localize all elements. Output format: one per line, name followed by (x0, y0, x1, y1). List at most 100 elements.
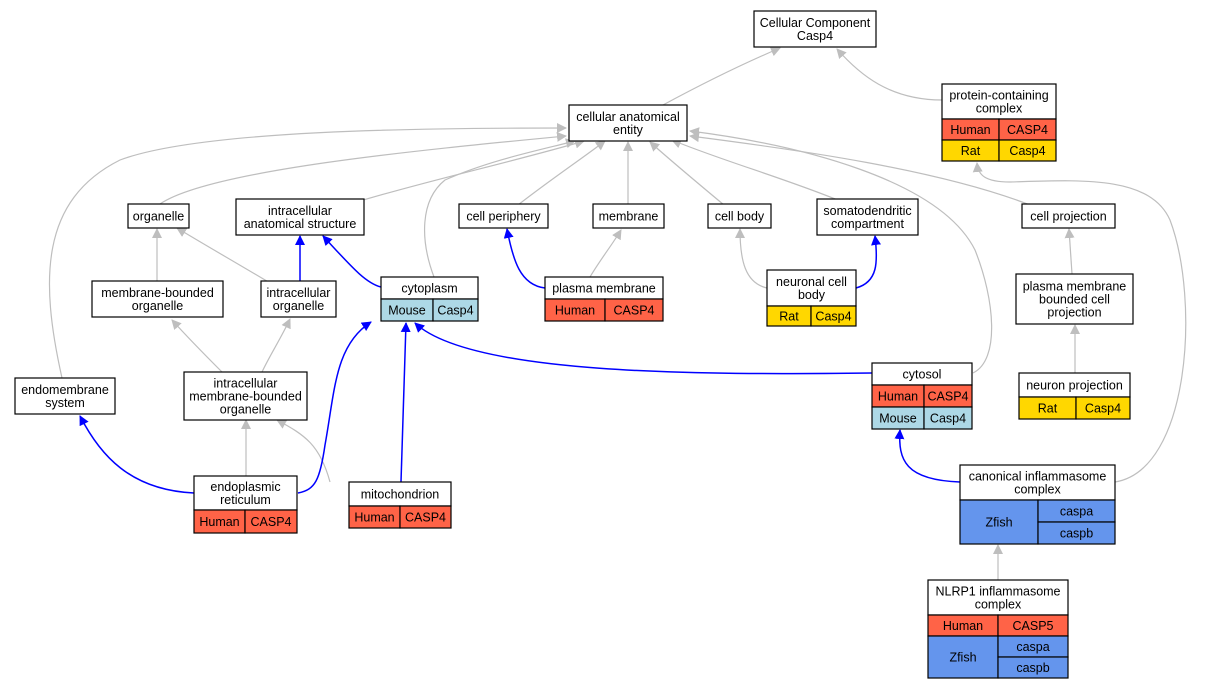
gene-label: Casp4 (1009, 144, 1045, 158)
species-label: Human (943, 619, 983, 633)
node-label: projection (1047, 306, 1101, 320)
species-label: Human (354, 511, 394, 525)
species-cell (927, 635, 999, 679)
node-cic[interactable]: canonical inflammasomecomplexZfishcaspac… (959, 464, 1116, 545)
gene-cell (1075, 396, 1131, 420)
edge-ias-to-cae (359, 138, 585, 202)
species-label: Human (555, 304, 595, 318)
edge-er-partof-ems (79, 415, 195, 494)
node-label: anatomical structure (244, 217, 357, 231)
node-label: reticulum (220, 493, 271, 507)
edge-pmbcp-to-cellproj (1064, 228, 1075, 275)
node-label: membrane (599, 210, 659, 224)
node-label: organelle (220, 403, 271, 417)
gene-cell (923, 406, 973, 430)
node-label: endoplasmic (210, 480, 280, 494)
species-label: Human (199, 515, 239, 529)
node-box (235, 198, 365, 236)
gene-label: Casp4 (815, 310, 851, 324)
node-box (1015, 273, 1134, 325)
edges-layer (48, 46, 1187, 580)
gene-label: CASP4 (928, 390, 969, 404)
node-label: neuronal cell (776, 275, 847, 289)
edge-ncb-partof-somato (855, 235, 881, 289)
edge-pm-partof-cellperiphery (503, 228, 546, 289)
node-label: cell body (715, 210, 765, 224)
gene-label: Casp4 (437, 304, 473, 318)
gene-label: caspa (1016, 640, 1049, 654)
node-box (14, 377, 116, 415)
edge-cellperiphery-to-cae (517, 140, 606, 206)
edge-cytosol-to-cae (689, 127, 993, 374)
node-membrane[interactable]: membrane (592, 203, 665, 229)
node-label: intracellular (214, 377, 278, 391)
edge-pm-to-membrane (589, 229, 622, 278)
node-box (753, 10, 877, 48)
node-label: organelle (273, 299, 324, 313)
node-label: cytosol (903, 368, 942, 382)
node-box (127, 203, 190, 229)
node-label: cytoplasm (401, 282, 457, 296)
node-label: complex (975, 598, 1022, 612)
node-box (959, 464, 1116, 501)
gene-cell (604, 298, 664, 322)
edge-ems-to-cae (48, 123, 567, 379)
gene-cell (1037, 521, 1116, 545)
edge-cic-partof-cytosol (894, 429, 961, 483)
species-label: Rat (1038, 402, 1058, 416)
gene-cell (399, 505, 452, 529)
node-label: cell periphery (466, 210, 541, 224)
node-box (927, 579, 1069, 616)
node-label: complex (976, 102, 1023, 116)
node-label: plasma membrane (1023, 280, 1127, 294)
edge-mito-partof-cytoplasm (400, 322, 411, 483)
edge-cic-to-pcc (972, 162, 1187, 483)
edge-cae-to-root (662, 46, 781, 106)
node-cellperiphery[interactable]: cell periphery (458, 203, 549, 229)
species-label: Human (878, 390, 918, 404)
gene-cell (432, 298, 479, 322)
node-cellproj[interactable]: cell projection (1021, 203, 1116, 229)
edge-mito-to-imbo (276, 419, 331, 483)
node-label: organelle (132, 299, 183, 313)
node-box (707, 203, 772, 229)
node-label: intracellular (267, 286, 331, 300)
node-label: neuron projection (1026, 379, 1123, 393)
gene-label: caspb (1016, 661, 1049, 675)
gene-label: Casp4 (930, 412, 966, 426)
edge-somato-to-cae (671, 138, 841, 202)
gene-cell (998, 139, 1057, 162)
node-label: canonical inflammasome (969, 470, 1107, 484)
node-label: Casp4 (797, 29, 833, 43)
edge-cytoplasm-to-cae (424, 138, 576, 278)
node-organelle[interactable]: organelle (127, 203, 190, 229)
gene-cell (810, 305, 857, 327)
node-label: plasma membrane (552, 282, 656, 296)
node-cellbody[interactable]: cell body (707, 203, 772, 229)
node-box (458, 203, 549, 229)
gene-label: CASP4 (614, 304, 655, 318)
node-label: NLRP1 inflammasome (935, 585, 1060, 599)
gene-label: caspb (1060, 527, 1093, 541)
